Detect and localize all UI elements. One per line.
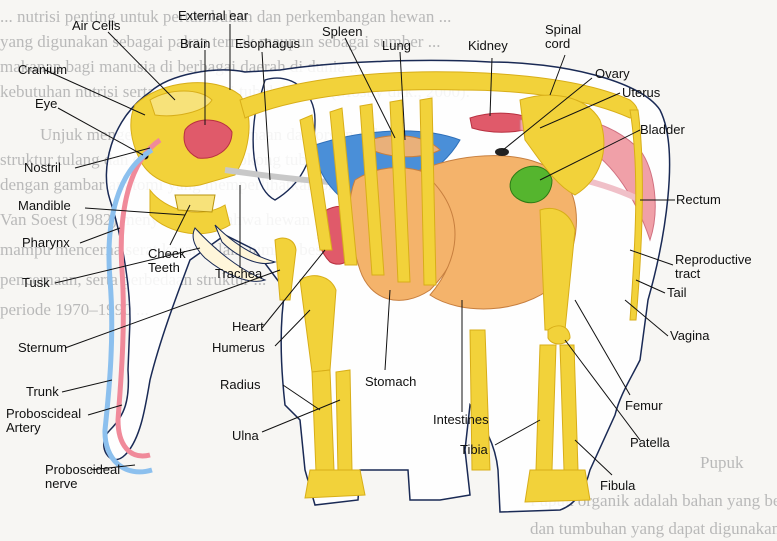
cheek-teeth	[175, 195, 215, 212]
label-bladder: Bladder	[640, 122, 685, 137]
label-femur: Femur	[625, 398, 663, 413]
bg-line: dan tumbuhan yang dapat digunakan ...	[530, 519, 777, 538]
label-pharynx: Pharynx	[22, 235, 70, 250]
label-eye: Eye	[35, 96, 57, 111]
label-tibia: Tibia	[460, 442, 488, 457]
label-intestines: Intestines	[433, 412, 489, 427]
patella	[548, 326, 570, 344]
label-trunk: Trunk	[26, 384, 59, 399]
label-tail: Tail	[667, 285, 687, 300]
label-brain: Brain	[180, 36, 210, 51]
label-esophagus: Esophagus	[235, 36, 301, 51]
label-humerus: Humerus	[212, 340, 265, 355]
label-stomach: Stomach	[365, 374, 416, 389]
bg-line: yang digunakan sebagai pakan ternak maup…	[0, 32, 440, 51]
label-radius: Radius	[220, 377, 261, 392]
label-cranium: Cranium	[18, 62, 67, 77]
label-tusk: Tusk	[22, 275, 50, 290]
label-heart: Heart	[232, 319, 264, 334]
bg-line: periode 1970–1990 ...	[0, 300, 149, 319]
label-vagina: Vagina	[670, 328, 710, 343]
hind-foot	[525, 470, 590, 502]
bg-line: Pupuk	[700, 453, 744, 472]
label-ulna: Ulna	[232, 428, 260, 443]
label-ovary: Ovary	[595, 66, 630, 81]
label-kidney: Kidney	[468, 38, 508, 53]
label-spleen: Spleen	[322, 24, 362, 39]
label-lung: Lung	[382, 38, 411, 53]
label-patella: Patella	[630, 435, 671, 450]
label-trachea: Trachea	[215, 266, 263, 281]
label-sternum: Sternum	[18, 340, 67, 355]
label-uterus: Uterus	[622, 85, 661, 100]
label-fibula: Fibula	[600, 478, 636, 493]
label-external-ear: External ear	[178, 8, 249, 23]
label-mandible: Mandible	[18, 198, 71, 213]
label-nostril: Nostril	[24, 160, 61, 175]
label-rectum: Rectum	[676, 192, 721, 207]
label-air-cells: Air Cells	[72, 18, 121, 33]
leader-trunk	[62, 380, 112, 392]
ovary	[495, 148, 509, 156]
front-foot	[305, 470, 365, 498]
